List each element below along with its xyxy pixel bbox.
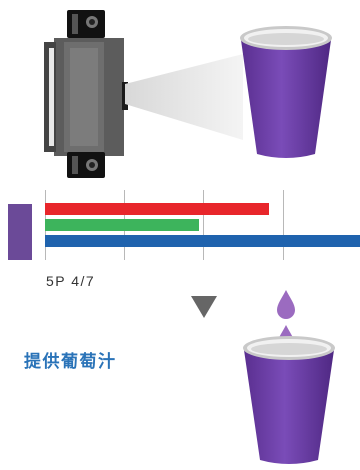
caption-provide-grape-juice: 提供葡萄汁 — [24, 352, 117, 371]
chart-bar-g — [45, 219, 199, 231]
light-beam — [125, 54, 243, 140]
chart-bar-b — [45, 235, 360, 247]
color-code-label: 5P 4/7 — [46, 273, 96, 289]
purple-cup-icon — [240, 26, 332, 158]
purple-cup-icon — [243, 336, 335, 464]
color-sensor-icon — [44, 10, 128, 178]
chart-gridline-3 — [283, 190, 284, 260]
color-sample-swatch — [8, 204, 32, 260]
chart-bar-r — [45, 203, 269, 215]
chart-gridline-2 — [203, 190, 204, 260]
arrow-down-icon — [191, 296, 217, 318]
